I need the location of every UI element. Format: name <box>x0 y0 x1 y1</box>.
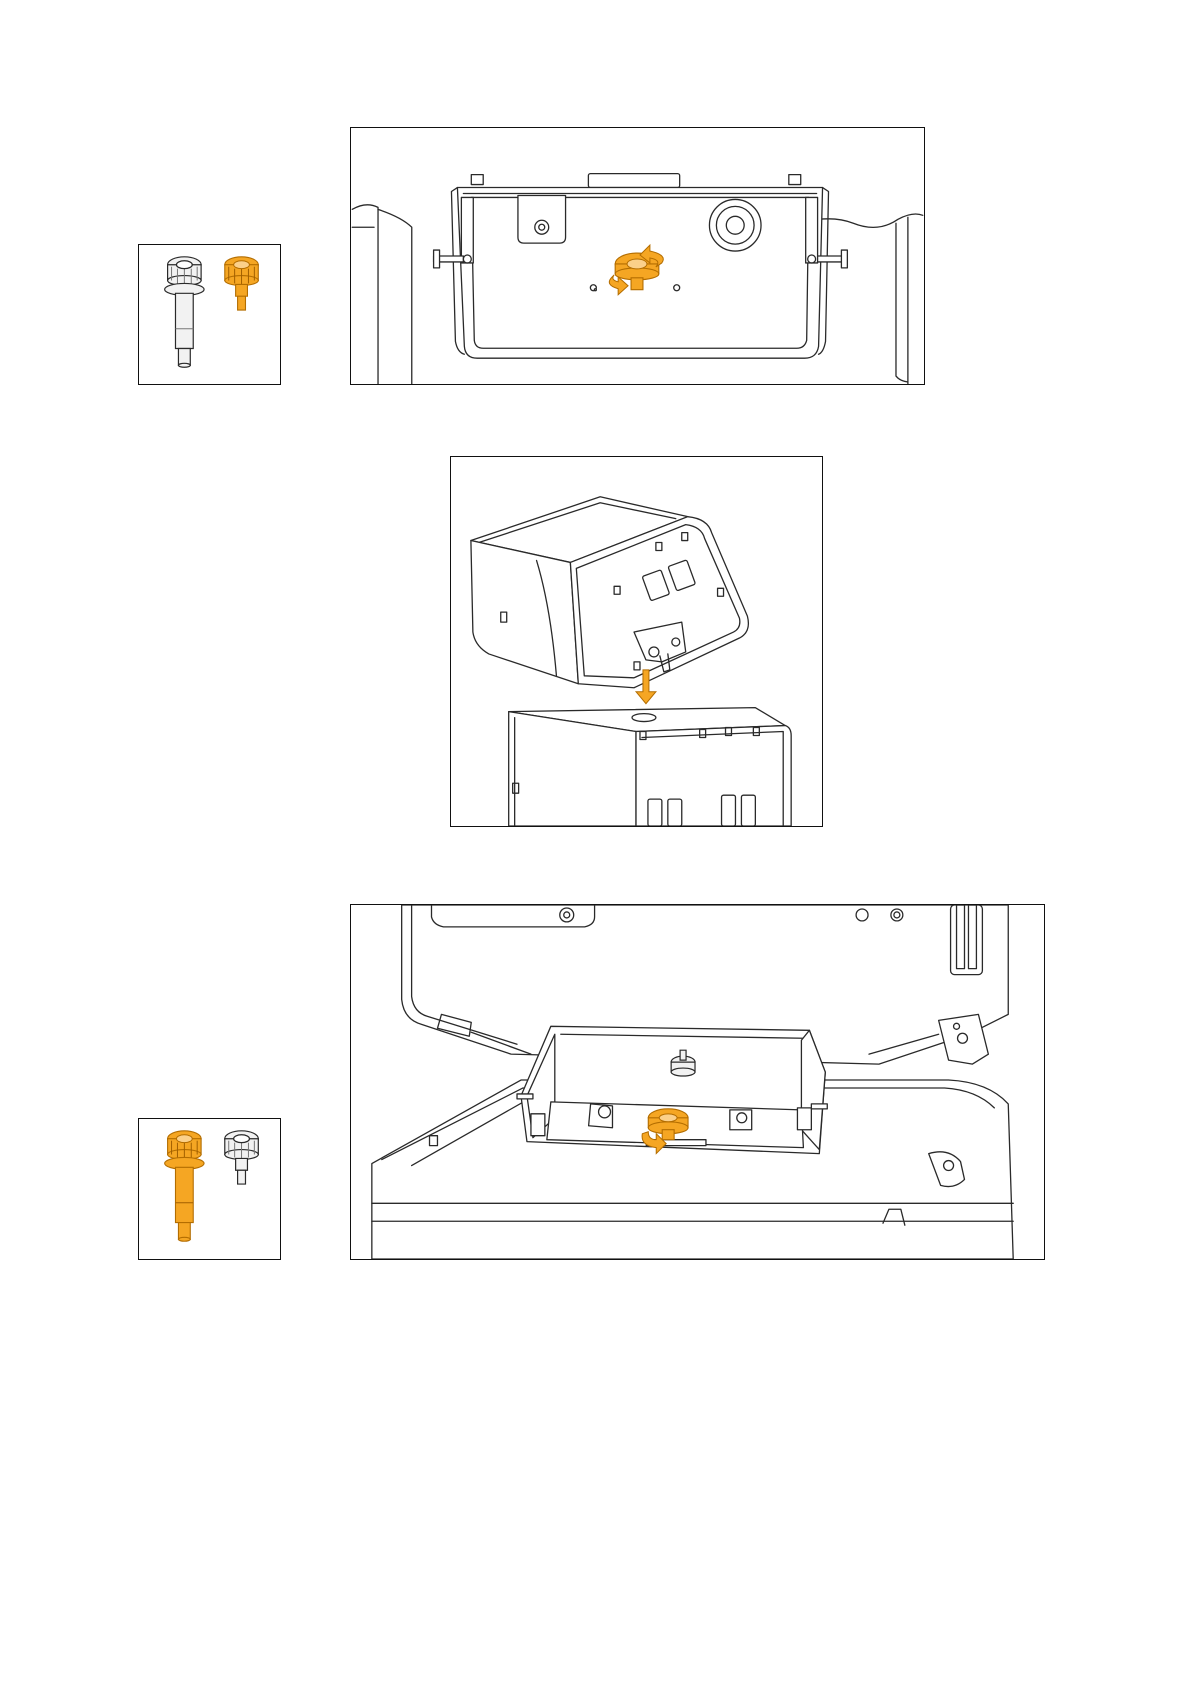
long-pin-icon <box>165 1131 204 1241</box>
step-3-pin-legend <box>138 1118 281 1260</box>
pin-legend-drawing <box>139 245 280 384</box>
top-handle-plate <box>588 174 679 188</box>
step-1-remove-knob <box>350 127 925 385</box>
step-3-drawing <box>351 905 1044 1259</box>
pin-legend-drawing <box>139 1119 280 1259</box>
step-2-lower-cabinet <box>450 456 823 827</box>
short-knob-icon <box>225 1131 259 1184</box>
upper-cabinet <box>471 497 748 688</box>
step-1-drawing <box>351 128 924 384</box>
step-3-insert-pin <box>350 904 1045 1260</box>
step-1-pin-legend <box>138 244 281 385</box>
step-2-drawing <box>451 457 822 826</box>
short-knob-icon <box>225 257 259 310</box>
long-pin-icon <box>165 257 204 367</box>
lower-cabinet <box>509 708 791 826</box>
